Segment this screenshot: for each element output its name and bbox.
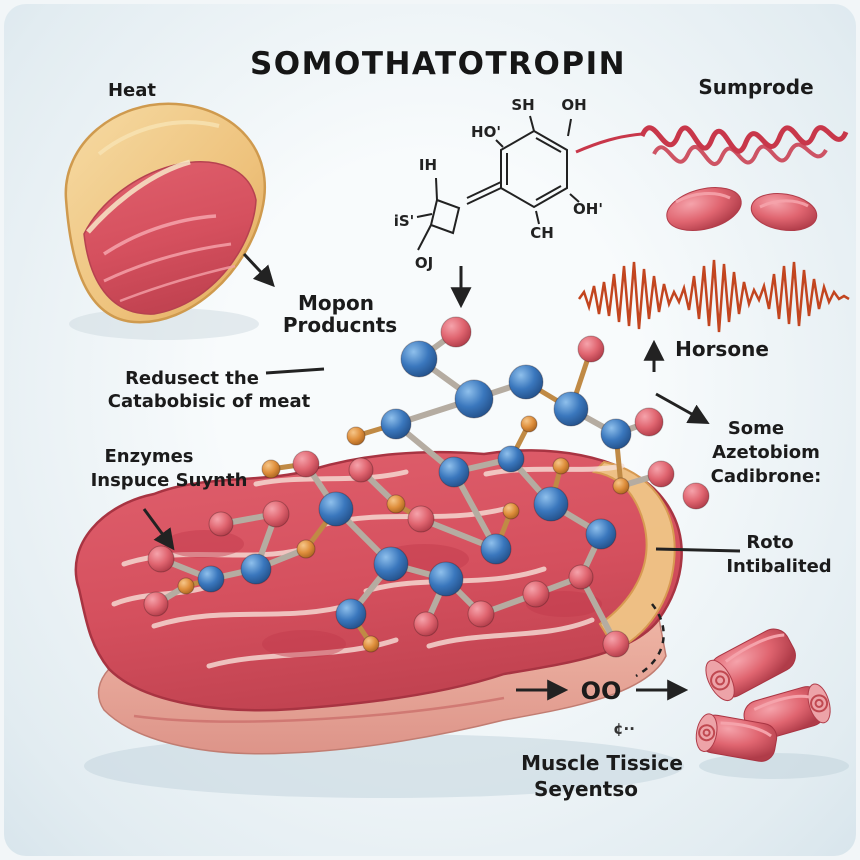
connector-roto (655, 547, 741, 553)
illustration-frame: SH OH HO' OH' CH IH iS' OJ (4, 4, 856, 856)
label-azetobiom-line2: Azetobiom (712, 442, 820, 463)
label-mark: ¢·· (613, 720, 635, 738)
molecule-atoms (143, 316, 710, 658)
label-roto-line2: Intibalited (726, 556, 831, 577)
chem-label-ch: CH (530, 224, 554, 242)
label-redusect-line1: Redusect the (125, 368, 259, 389)
meat-rolls-illustration (695, 628, 831, 762)
label-enzymes-line1: Enzymes (105, 446, 194, 467)
chem-label-oj: OJ (415, 254, 433, 272)
illustration-canvas: SH OH HO' OH' CH IH iS' OJ (64, 46, 850, 801)
protein-squiggle-illustration (639, 125, 849, 166)
page-title: SOMOTHATOTROPIN (250, 46, 626, 82)
dashed-connector (635, 603, 665, 678)
label-azetobiom-line3: Cadibrone: (711, 466, 822, 487)
label-azetobiom-line1: Some (728, 418, 784, 439)
meat-chunks-illustration (666, 187, 818, 232)
label-roto-line1: Roto (746, 532, 793, 553)
chem-label-oh-top: OH (561, 96, 586, 114)
chem-label-oh-right: OH' (573, 200, 603, 218)
arrow-slice-to-products (242, 252, 275, 288)
chem-label-ih: IH (419, 156, 437, 174)
chem-label-ho: HO' (471, 123, 501, 141)
connector-redusect (265, 367, 325, 375)
arrow-enzymes (142, 508, 175, 551)
hormone-waveform-illustration (577, 259, 850, 333)
label-horsone: Horsone (675, 337, 769, 361)
label-muscle-line2: Seyentso (534, 777, 638, 801)
chemical-structure (416, 115, 643, 251)
chem-label-is: iS' (394, 212, 415, 230)
label-mopon-line1: Mopon (298, 291, 374, 315)
meat-slice-illustration (64, 102, 267, 324)
chem-label-sh: SH (511, 96, 534, 114)
label-mopon-line2: Producnts (283, 313, 397, 337)
arrow-to-azetobiom (655, 392, 710, 425)
label-sumprode: Sumprode (698, 75, 813, 99)
label-redusect-line2: Catabobisic of meat (108, 391, 311, 412)
label-muscle-line1: Muscle Tissice (521, 751, 683, 775)
label-enzymes-line2: Inspuce Suynth (91, 470, 248, 491)
label-oo: OO (581, 677, 622, 705)
label-heat: Heat (108, 80, 156, 101)
arrows (142, 252, 741, 701)
